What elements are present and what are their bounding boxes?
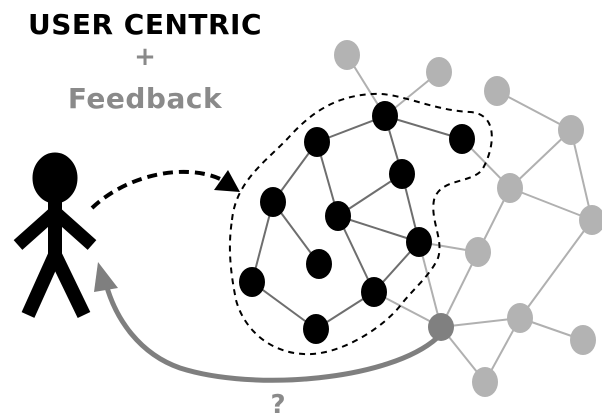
gray-node [426,57,452,87]
gray-network-nodes [334,40,602,397]
feedback-arrow-icon [94,262,439,383]
plus-sign: + [134,42,156,72]
black-node [239,267,265,297]
gray-node [507,303,533,333]
gray-node [497,173,523,203]
black-node [325,201,351,231]
black-node [449,124,475,154]
black-network-edges [251,115,463,330]
gray-node [579,205,602,235]
dashed-arrow-icon [90,169,240,210]
connector-node [428,313,454,341]
black-node [260,187,286,217]
gray-node [484,76,510,106]
black-node [304,127,330,157]
question-mark: ? [270,390,286,420]
black-node [361,277,387,307]
diagram-title: USER CENTRIC [27,8,263,41]
black-node [303,314,329,344]
cluster-boundary [228,92,493,356]
black-node [306,249,332,279]
black-node [372,101,398,131]
gray-node [472,367,498,397]
black-network-nodes [239,101,475,344]
user-stick-figure-icon [13,152,97,319]
gray-node [334,40,360,70]
gray-node [465,237,491,267]
gray-node [570,325,596,355]
gray-node [558,115,584,145]
black-node [389,159,415,189]
feedback-label: Feedback [67,82,223,115]
black-node [406,227,432,257]
